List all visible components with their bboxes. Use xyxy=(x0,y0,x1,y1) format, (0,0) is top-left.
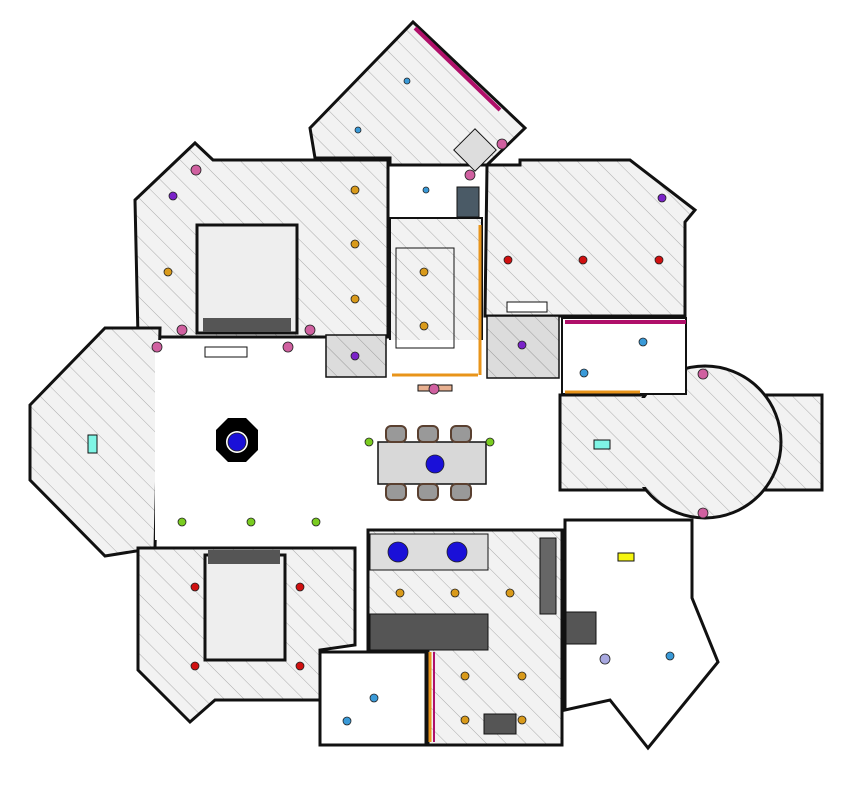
fixture-red-light xyxy=(295,661,305,671)
fixture-pink-light xyxy=(496,138,508,150)
bed-bottom xyxy=(203,553,287,662)
bed-pillows-top xyxy=(203,318,291,332)
fixture-orange-light xyxy=(505,588,515,598)
fixture-blue-large-light xyxy=(425,454,445,474)
radiator-top xyxy=(204,346,248,358)
fixture-green-light xyxy=(311,517,321,527)
rooms xyxy=(28,19,824,751)
fixture-pink-light xyxy=(697,507,709,519)
fixture-pink-light xyxy=(176,324,188,336)
fixture-blue-small-light xyxy=(638,337,648,347)
fixture-orange-light xyxy=(517,715,527,725)
room-top-bathroom xyxy=(308,19,528,167)
fixture-blue-small-light xyxy=(369,693,379,703)
fixture-orange-light xyxy=(350,239,360,249)
fixture-blue-small-light xyxy=(665,651,675,661)
fixture-blue-small-light xyxy=(579,368,589,378)
oven xyxy=(483,713,517,735)
light-fixtures xyxy=(151,77,709,726)
fixture-lavender-light xyxy=(599,653,611,665)
fixture-purple-light xyxy=(517,340,527,350)
fixture-orange-light xyxy=(460,715,470,725)
kitchen-tall-units xyxy=(539,537,557,615)
fixture-red-light xyxy=(295,582,305,592)
fixture-red-light xyxy=(190,582,200,592)
dining-chairs xyxy=(385,425,472,501)
fixture-red-light xyxy=(503,255,513,265)
fixture-blue-small-light xyxy=(342,716,352,726)
fixture-blue-large-light xyxy=(446,541,468,563)
fixture-green-light xyxy=(246,517,256,527)
fixture-orange-light xyxy=(419,321,429,331)
bed-pillows-bottom xyxy=(208,550,280,564)
hvac-unit xyxy=(565,611,597,645)
marker-cyan-left xyxy=(87,434,98,454)
rug-closet xyxy=(395,247,455,349)
fixture-blue-small-light xyxy=(403,77,411,85)
fixture-orange-light xyxy=(517,671,527,681)
marker-cyan-right xyxy=(593,439,611,450)
fixture-pink-light xyxy=(282,341,294,353)
sink-top-bath xyxy=(453,128,497,172)
dark-panel xyxy=(456,186,480,218)
accent-lines xyxy=(392,26,686,742)
fixture-red-light xyxy=(578,255,588,265)
fixture-pink-light xyxy=(428,383,440,395)
fixture-orange-light xyxy=(350,185,360,195)
fixture-purple-light xyxy=(168,191,178,201)
fixture-orange-light xyxy=(419,267,429,277)
room-top-right xyxy=(483,158,698,318)
fixture-pink-light xyxy=(697,368,709,380)
fixture-orange-light xyxy=(350,294,360,304)
room-bottom-bathroom xyxy=(318,650,428,747)
fixture-blue-large-light xyxy=(387,541,409,563)
fixture-green-light xyxy=(485,437,495,447)
bathroom-right xyxy=(561,317,687,395)
radiator-right xyxy=(506,301,548,313)
bed-top xyxy=(195,223,299,335)
fixture-red-light xyxy=(654,255,664,265)
fixture-orange-light xyxy=(460,671,470,681)
fixture-orange-light xyxy=(395,588,405,598)
fixture-blue-large-light xyxy=(227,432,247,452)
fixture-orange-light xyxy=(163,267,173,277)
fixture-pink-light xyxy=(464,169,476,181)
fixture-purple-light xyxy=(657,193,667,203)
fixture-green-light xyxy=(177,517,187,527)
wet-zone-kitchen xyxy=(369,613,489,651)
room-bottom-right xyxy=(563,518,720,751)
fixture-orange-light xyxy=(450,588,460,598)
marker-yellow xyxy=(617,552,635,562)
fixture-pink-light xyxy=(151,341,163,353)
fixture-green-light xyxy=(364,437,374,447)
fixture-pink-light xyxy=(190,164,202,176)
fixture-red-light xyxy=(190,661,200,671)
fixture-blue-small-light xyxy=(422,186,430,194)
fixture-pink-light xyxy=(304,324,316,336)
fixture-blue-small-light xyxy=(354,126,362,134)
fixture-purple-light xyxy=(350,351,360,361)
